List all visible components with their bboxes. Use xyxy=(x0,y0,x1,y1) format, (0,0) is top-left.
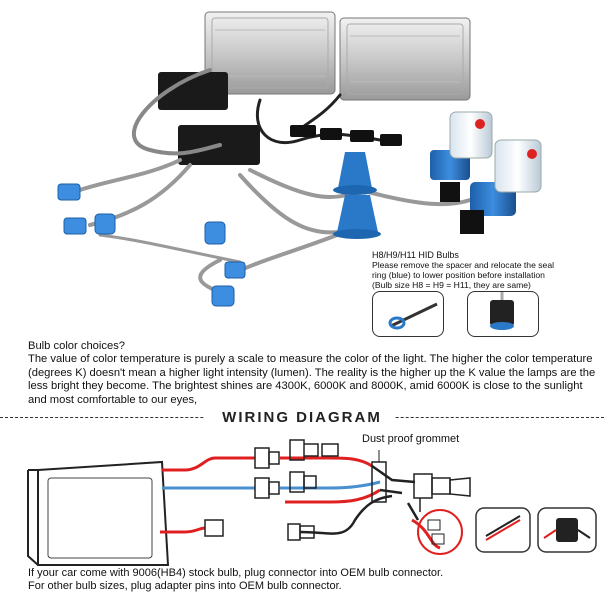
wiring-diagram-title: WIRING DIAGRAM xyxy=(222,409,382,426)
footer-notes: If your car come with 9006(HB4) stock bu… xyxy=(28,567,598,593)
footer-line: For other bulb sizes, plug adapter pins … xyxy=(28,580,342,592)
product-photo xyxy=(57,11,542,307)
diagram-connectors xyxy=(204,439,339,541)
black-connectors xyxy=(290,125,402,146)
bulb-note-line: ring (blue) to lower position before ins… xyxy=(372,270,545,280)
ballast-outline xyxy=(27,460,170,566)
bulb-note-title: H8/H9/H11 HID Bulbs xyxy=(372,250,459,260)
connector-photo-1 xyxy=(475,507,531,553)
color-info-paragraph: The value of color temperature is purely… xyxy=(28,353,596,406)
control-box-1 xyxy=(158,72,228,110)
red-wires xyxy=(160,456,441,550)
connector-highlight xyxy=(417,509,463,555)
connector-photo-2 xyxy=(537,507,597,553)
black-wires xyxy=(299,464,420,535)
color-info: Bulb color choices? The value of color t… xyxy=(28,340,598,407)
grommet xyxy=(371,450,387,503)
hid-bulb-1 xyxy=(430,111,493,202)
wiring-diagram xyxy=(27,439,597,566)
hid-bulb-2 xyxy=(460,139,542,234)
inset-seal-ring-photo xyxy=(372,291,444,337)
wiring-diagram-header: WIRING DIAGRAM xyxy=(0,406,604,430)
bulb-install-note: H8/H9/H11 HID Bulbs Please remove the sp… xyxy=(372,250,602,290)
blue-grommets xyxy=(333,152,381,239)
inset-bulb-base-photo xyxy=(467,291,539,337)
blue-plugs xyxy=(57,183,246,307)
grommet-label: Dust proof grommet xyxy=(362,433,460,445)
ballast-right xyxy=(339,17,471,101)
ballast-left xyxy=(204,11,336,95)
bulb-note-line: Please remove the spacer and relocate th… xyxy=(372,260,555,270)
bulb-note-line: (Bulb size H8 = H9 = H11, they are same) xyxy=(372,280,531,290)
diagram-bulb xyxy=(413,473,471,512)
blue-wires xyxy=(162,480,381,490)
color-info-heading: Bulb color choices? xyxy=(28,340,126,352)
footer-line: If your car come with 9006(HB4) stock bu… xyxy=(28,567,444,579)
